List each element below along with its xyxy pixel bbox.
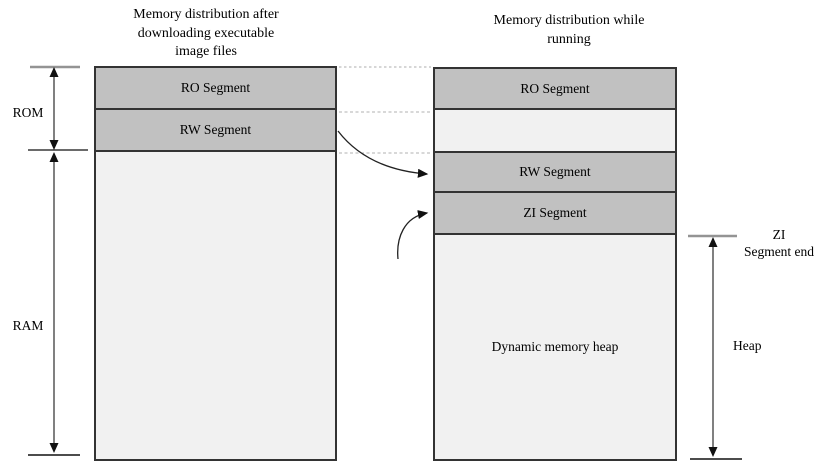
ram-arrowhead-up bbox=[49, 152, 59, 162]
rom-extent-arrow bbox=[49, 67, 59, 150]
zi-segment-end-line-1: ZI bbox=[772, 227, 786, 242]
right-memory-box: RO Segment RW Segment ZI Segment Dynamic… bbox=[433, 67, 677, 461]
left-title-line-2: downloading executable bbox=[137, 25, 275, 41]
zi-relocation-arrow bbox=[397, 210, 429, 260]
right-title-line-1: Memory distribution while bbox=[493, 13, 645, 28]
right-title-line-2: running bbox=[547, 31, 591, 47]
left-title-line-1: Memory distribution after bbox=[133, 7, 279, 22]
left-memory-box: RO Segment RW Segment bbox=[94, 66, 337, 461]
left-ro-segment: RO Segment bbox=[96, 68, 335, 110]
right-ro-segment-label: RO Segment bbox=[520, 80, 590, 96]
right-zi-segment: ZI Segment bbox=[435, 193, 675, 235]
right-gap-region bbox=[435, 110, 675, 153]
right-rw-segment: RW Segment bbox=[435, 153, 675, 193]
heap-arrowhead-up bbox=[708, 237, 718, 247]
left-rw-segment-label: RW Segment bbox=[179, 122, 252, 137]
ram-extent-arrow bbox=[49, 152, 59, 453]
ram-label: RAM bbox=[12, 318, 44, 333]
heap-extent-arrow bbox=[708, 237, 718, 457]
right-zi-segment-label: ZI Segment bbox=[523, 205, 587, 220]
dotted-connector-lines bbox=[339, 66, 431, 154]
right-heap-region: Dynamic memory heap bbox=[435, 235, 675, 459]
right-rw-segment-label: RW Segment bbox=[519, 164, 591, 179]
rom-arrowhead-down bbox=[49, 140, 59, 150]
ram-arrowhead-down bbox=[49, 443, 59, 453]
left-empty-region bbox=[96, 152, 335, 459]
left-column-title: Memory distribution after downloading ex… bbox=[96, 6, 316, 62]
right-ro-segment: RO Segment bbox=[435, 69, 675, 110]
left-title-line-3: image files bbox=[175, 44, 237, 59]
left-ro-segment-label: RO Segment bbox=[180, 80, 251, 95]
left-rw-segment: RW Segment bbox=[96, 110, 335, 152]
rom-label: ROM bbox=[12, 105, 44, 120]
rw-relocation-arrow bbox=[337, 130, 429, 178]
heap-label: Heap bbox=[733, 338, 762, 353]
heap-arrowhead-down bbox=[708, 447, 718, 457]
zi-segment-end-label: ZI Segment end bbox=[731, 226, 827, 260]
zi-segment-end-line-2: Segment end bbox=[743, 244, 815, 259]
rom-arrowhead-up bbox=[49, 67, 59, 77]
heap-region-label: Dynamic memory heap bbox=[491, 339, 619, 354]
right-column-title: Memory distribution while running bbox=[469, 12, 669, 49]
